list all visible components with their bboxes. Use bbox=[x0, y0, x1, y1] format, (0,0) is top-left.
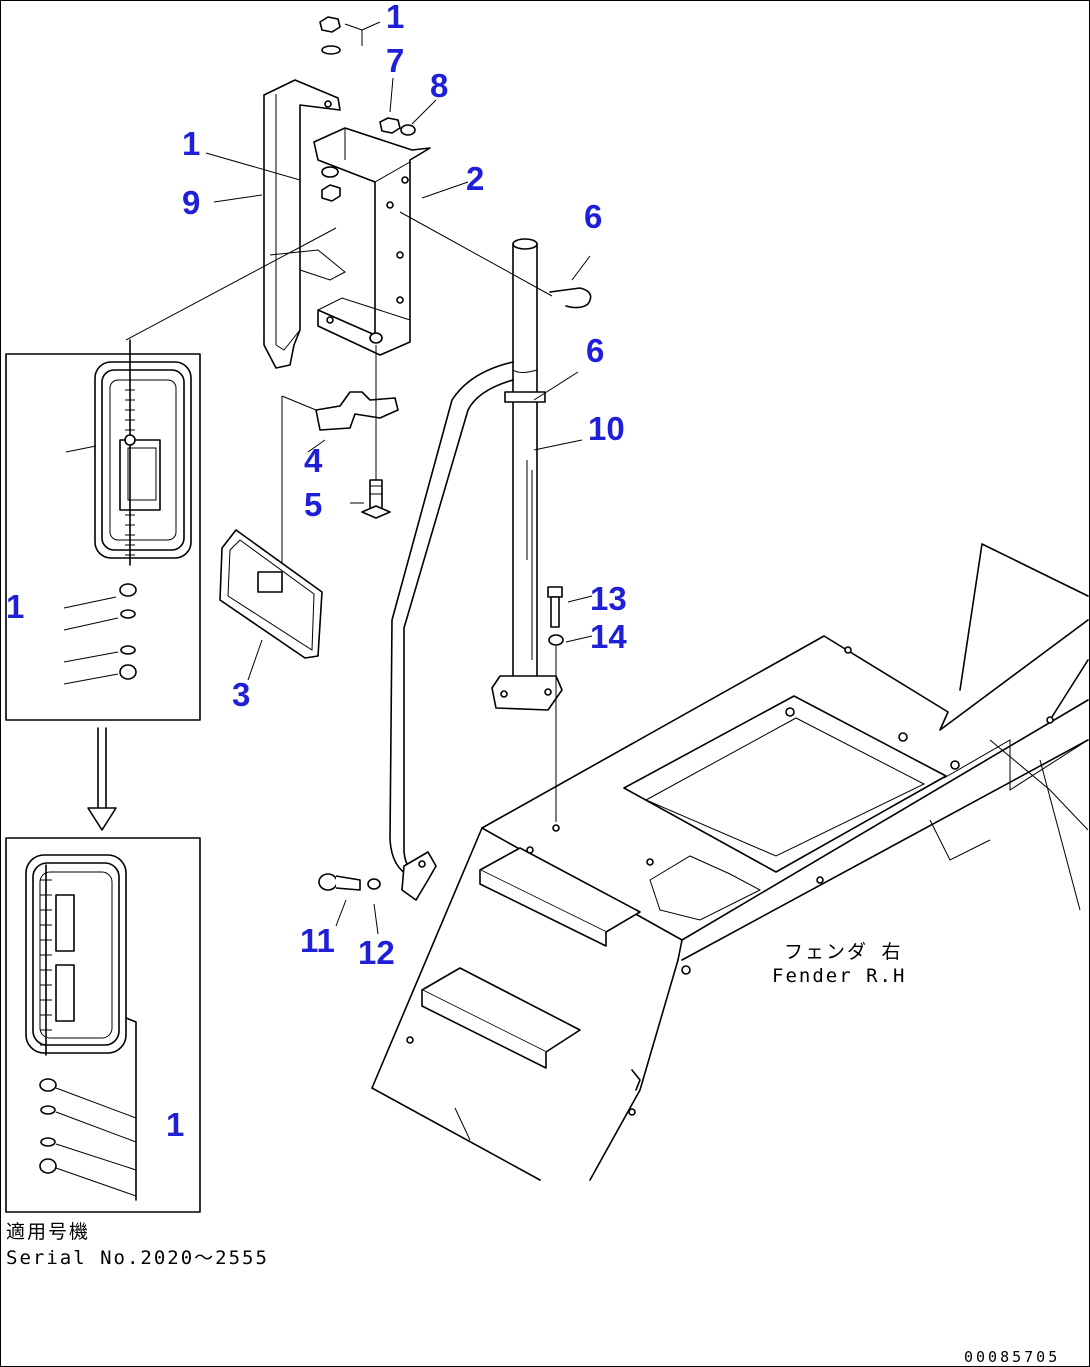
callout-7: 7 bbox=[386, 42, 404, 79]
callout-13: 13 bbox=[590, 580, 627, 617]
bolt-13 bbox=[547, 586, 593, 628]
bracket-9 bbox=[263, 79, 346, 369]
callout-11: 11 bbox=[300, 922, 335, 959]
callout-6: 6 bbox=[584, 198, 602, 235]
serial-label-en: Serial No.2020～2555 bbox=[6, 1247, 269, 1269]
callout-8: 8 bbox=[430, 67, 448, 104]
down-arrow-icon bbox=[87, 727, 117, 831]
callout-12: 12 bbox=[358, 934, 395, 971]
inset-box-before bbox=[5, 353, 201, 721]
callout-2: 2 bbox=[466, 160, 484, 197]
inset-mirror-before bbox=[63, 339, 192, 685]
washer-12 bbox=[367, 878, 381, 935]
fender-label-jp: フェンダ 右 bbox=[784, 941, 902, 963]
drawing-code: 00085705 bbox=[964, 1348, 1060, 1366]
bolt-5 bbox=[350, 479, 391, 519]
handrail bbox=[389, 361, 514, 901]
callout-14: 14 bbox=[590, 618, 627, 655]
mirror-3 bbox=[219, 529, 323, 681]
callout-6: 6 bbox=[586, 332, 604, 369]
bolt-11 bbox=[318, 873, 361, 927]
callout-1: 1 bbox=[386, 0, 404, 35]
callout-1: 1 bbox=[166, 1106, 184, 1143]
callout-1: 1 bbox=[182, 125, 200, 162]
callout-5: 5 bbox=[304, 486, 322, 523]
top-nut-washer bbox=[319, 16, 381, 55]
callout-3: 3 bbox=[232, 676, 250, 713]
callout-1: 1 bbox=[6, 588, 24, 625]
bracket-2 bbox=[125, 127, 553, 356]
nut-7-washer-8 bbox=[379, 77, 437, 136]
inset-box-after bbox=[5, 837, 201, 1213]
u-bolt-6 bbox=[549, 255, 592, 309]
callout-4: 4 bbox=[304, 442, 323, 479]
stay-10 bbox=[491, 238, 583, 711]
fender-rh bbox=[371, 543, 1089, 1181]
serial-label-jp: 適用号機 bbox=[6, 1221, 90, 1243]
callout-9: 9 bbox=[182, 184, 200, 221]
fender-label-en: Fender R.H bbox=[772, 965, 906, 987]
callout-10: 10 bbox=[588, 410, 625, 447]
washer-14 bbox=[548, 634, 593, 822]
inset-mirror-after bbox=[25, 854, 137, 1201]
